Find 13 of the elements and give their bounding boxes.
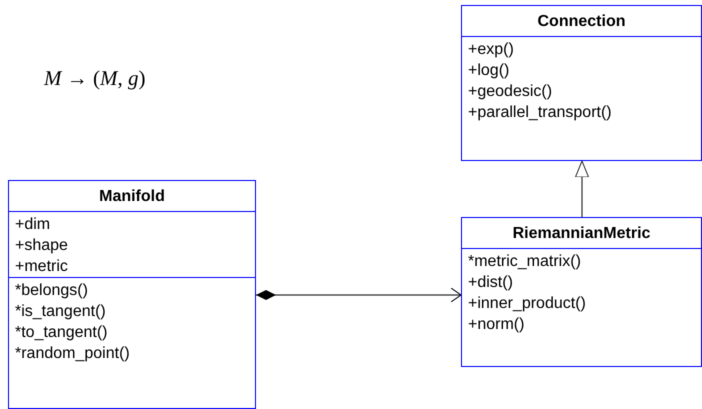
formula: M → (M, g): [44, 66, 146, 91]
class-name: RiemannianMetric: [512, 225, 650, 242]
class-box: [8, 180, 256, 409]
class-name: Manifold: [99, 188, 165, 205]
method-list: +exp() +log() +geodesic() +parallel_transport(): [468, 39, 612, 123]
class-box: [461, 5, 702, 161]
inheritance-arrow: [575, 160, 589, 217]
class-box: [461, 217, 702, 367]
composition-arrow: [256, 288, 462, 302]
class-name: Connection: [538, 13, 626, 30]
method-list: *metric_matrix() +dist() +inner_product() +norm(): [468, 251, 586, 335]
method-list: *belongs() *is_tangent() *to_tangent() *random_point(): [15, 280, 130, 364]
attribute-list: +dim +shape +metric: [15, 214, 68, 277]
